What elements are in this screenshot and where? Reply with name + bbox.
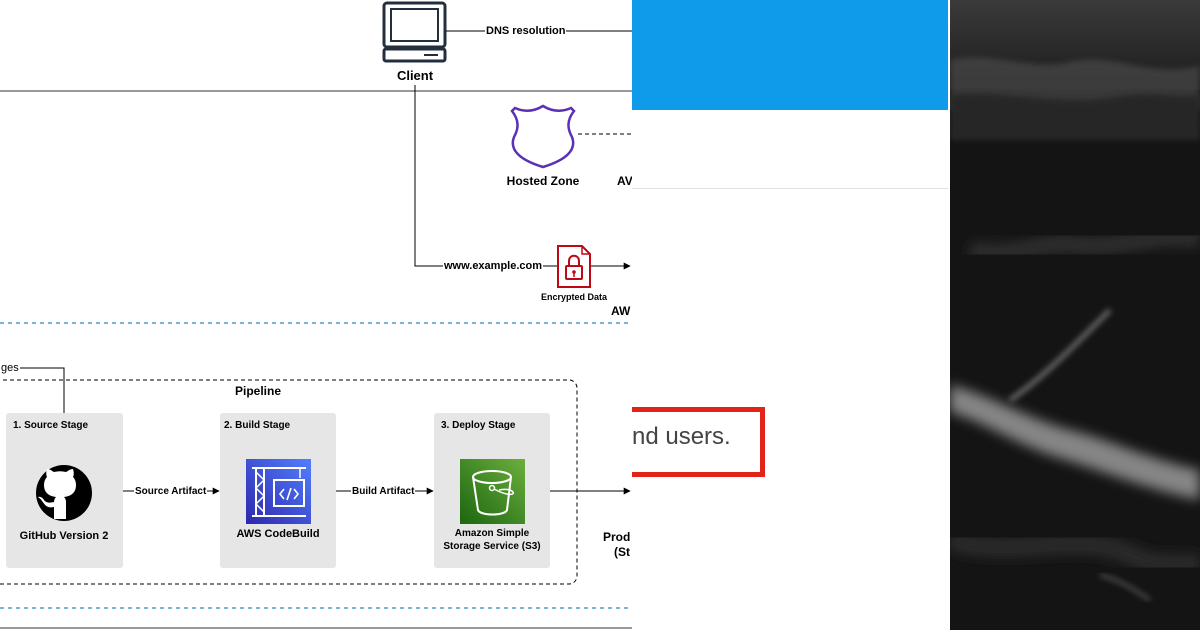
computer-monitor-icon xyxy=(382,1,447,63)
s3-service-label-line1: Amazon Simple xyxy=(454,528,530,539)
build-artifact-label: Build Artifact xyxy=(351,486,416,497)
source-artifact-label: Source Artifact xyxy=(134,486,208,497)
s3-service-label-line2: Storage Service (S3) xyxy=(443,541,541,552)
codebuild-icon xyxy=(246,459,311,524)
encrypted-data-label: Encrypted Data xyxy=(540,292,608,302)
codebuild-service-label: AWS CodeBuild xyxy=(236,528,320,540)
red-highlight-box xyxy=(632,407,765,477)
blue-banner xyxy=(632,0,948,110)
deploy-stage-title: 3. Deploy Stage xyxy=(441,420,516,431)
source-stage-title: 1. Source Stage xyxy=(13,420,89,431)
diagram-canvas xyxy=(0,1,632,629)
s3-bucket-icon xyxy=(460,459,525,524)
production-label-partial-1: Prod xyxy=(603,530,631,544)
terrain-photo-canvas xyxy=(950,0,1200,630)
dns-resolution-label: DNS resolution xyxy=(485,25,567,37)
aws-region-label-partial: AW xyxy=(611,304,631,318)
build-stage-title: 2. Build Stage xyxy=(224,420,291,431)
aws-service-label-partial: AV xyxy=(617,174,632,188)
page-divider xyxy=(632,188,948,189)
www-example-com-label: www.example.com xyxy=(443,260,544,272)
production-label-partial-2: (St xyxy=(614,545,630,559)
pipeline-title: Pipeline xyxy=(234,384,282,398)
github-service-label: GitHub Version 2 xyxy=(19,530,109,542)
changes-edge xyxy=(0,367,65,413)
shield-icon xyxy=(510,104,576,169)
web-page-fragment: nd users. xyxy=(632,0,950,630)
client-label: Client xyxy=(396,68,434,83)
dark-terrain-photo xyxy=(950,0,1200,630)
github-icon xyxy=(36,465,92,521)
pipeline-group xyxy=(0,379,578,585)
architecture-diagram: Client DNS resolution Hosted Zone AV www… xyxy=(0,0,632,630)
hosted-zone-label: Hosted Zone xyxy=(506,174,580,188)
changes-label-partial: ges xyxy=(0,362,20,374)
encrypted-document-lock-icon xyxy=(557,245,591,288)
highlighted-text: nd users. xyxy=(632,423,731,450)
